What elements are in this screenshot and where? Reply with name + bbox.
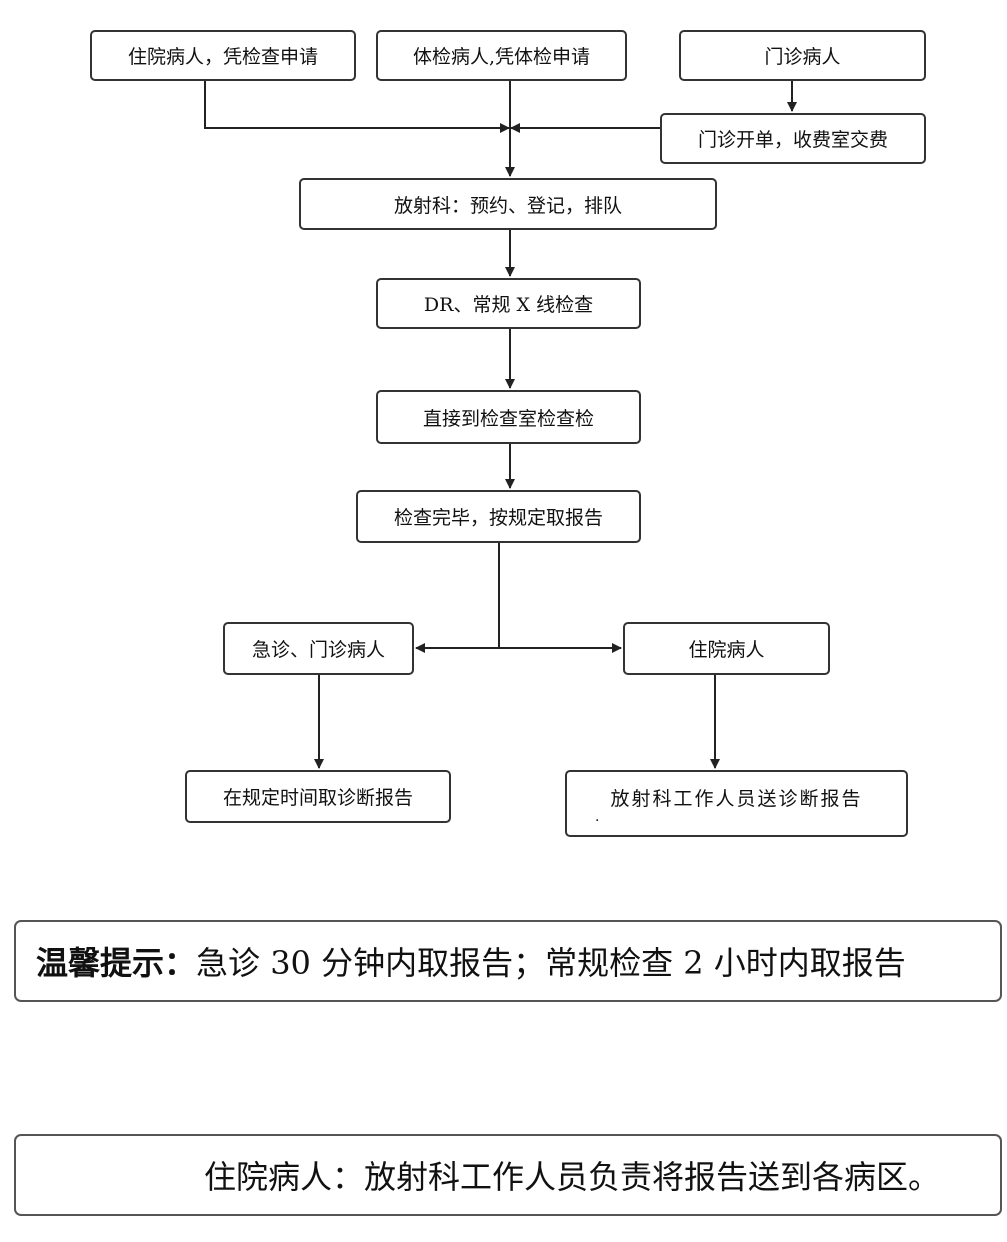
inpatient-note-banner: 住院病人：放射科工作人员负责将报告送到各病区。 — [14, 1134, 1002, 1216]
radiology-registration-box: 放射科：预约、登记，排队 — [299, 178, 717, 230]
outpatient-box: 门诊病人 — [679, 30, 926, 81]
connector-inpatient-to-merge — [204, 80, 510, 133]
tip-banner: 温馨提示： 急诊 30 分钟内取报告；常规检查 2 小时内取报告 — [14, 920, 1002, 1002]
emergency-outpatient-box: 急诊、门诊病人 — [223, 622, 414, 675]
dr-xray-label: DR、常规 X 线检查 — [423, 294, 594, 316]
collect-report-label: 在规定时间取诊断报告 — [222, 787, 413, 809]
collect-report-box: 在规定时间取诊断报告 — [185, 770, 451, 823]
dr-xray-box: DR、常规 X 线检查 — [376, 278, 641, 329]
checkup-request-box: 体检病人,凭体检申请 — [376, 30, 627, 81]
outpatient-billing-label: 门诊开单，收费室交费 — [697, 129, 888, 151]
exam-done-label: 检查完毕，按规定取报告 — [393, 507, 603, 529]
tip-text: 急诊 30 分钟内取报告；常规检查 2 小时内取报告 — [196, 944, 906, 982]
tip-label: 温馨提示： — [36, 944, 197, 982]
inpatient-box: 住院病人 — [623, 622, 830, 675]
exam-done-box: 检查完毕，按规定取报告 — [356, 490, 641, 543]
staff-deliver-report-label: 放射科工作人员送诊断报告 — [610, 788, 863, 810]
outpatient-label: 门诊病人 — [764, 46, 841, 68]
inpatient-request-box: 住院病人，凭检查申请 — [90, 30, 356, 81]
checkup-request-label: 体检病人,凭体检申请 — [412, 46, 591, 68]
staff-deliver-report-dot: . — [595, 809, 600, 825]
emergency-outpatient-label: 急诊、门诊病人 — [251, 639, 385, 661]
inpatient-note-text: 住院病人：放射科工作人员负责将报告送到各病区。 — [204, 1158, 941, 1196]
exam-room-label: 直接到检查室检查检 — [422, 407, 594, 430]
outpatient-billing-box: 门诊开单，收费室交费 — [660, 113, 926, 164]
inpatient-label: 住院病人 — [688, 639, 765, 661]
radiology-registration-label: 放射科：预约、登记，排队 — [393, 194, 622, 217]
staff-deliver-report-box: 放射科工作人员送诊断报告 . — [565, 770, 908, 837]
exam-room-box: 直接到检查室检查检 — [376, 390, 641, 444]
inpatient-request-label: 住院病人，凭检查申请 — [127, 46, 318, 68]
